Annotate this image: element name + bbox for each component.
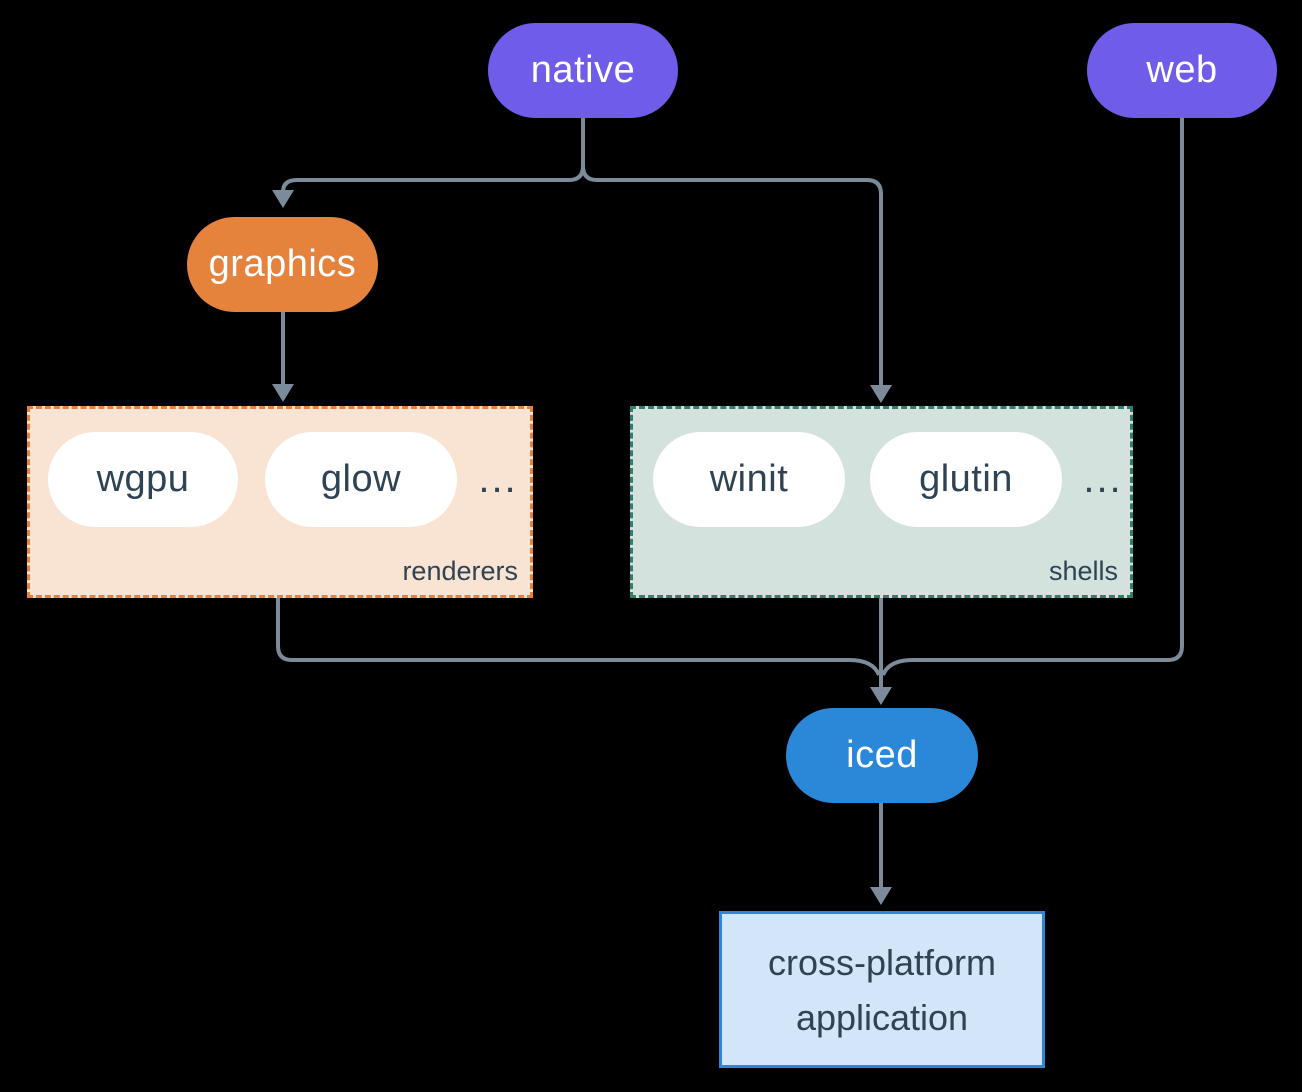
node-iced: iced bbox=[786, 708, 978, 803]
application-label-line2: application bbox=[795, 996, 969, 1038]
arrowhead-graphics bbox=[272, 190, 294, 208]
renderers-group-label: renderers bbox=[402, 556, 518, 586]
node-glutin: glutin bbox=[870, 432, 1062, 527]
group-renderers: wgpu glow ... renderers bbox=[27, 406, 533, 598]
arrowhead-shells bbox=[870, 385, 892, 403]
edge-web-iced bbox=[881, 118, 1184, 676]
shells-group-label: shells bbox=[1048, 556, 1118, 586]
edge-native-graphics bbox=[281, 118, 585, 193]
node-winit: winit bbox=[653, 432, 845, 527]
edge-renderers-iced bbox=[276, 598, 881, 676]
edge-native-shells bbox=[581, 118, 883, 385]
shells-ellipsis: ... bbox=[1083, 457, 1123, 501]
arrowhead-application bbox=[870, 887, 892, 905]
arrowhead-renderers bbox=[272, 384, 294, 402]
node-glow: glow bbox=[265, 432, 457, 527]
group-shells: winit glutin ... shells bbox=[630, 406, 1133, 598]
node-native: native bbox=[488, 23, 678, 118]
node-cross-platform-application: cross-platform application bbox=[719, 911, 1045, 1068]
arrowhead-iced bbox=[870, 687, 892, 705]
application-label-line1: cross-platform bbox=[767, 941, 997, 983]
node-wgpu: wgpu bbox=[48, 432, 238, 527]
renderers-ellipsis: ... bbox=[478, 457, 518, 501]
node-web: web bbox=[1087, 23, 1277, 118]
node-graphics: graphics bbox=[187, 217, 378, 312]
